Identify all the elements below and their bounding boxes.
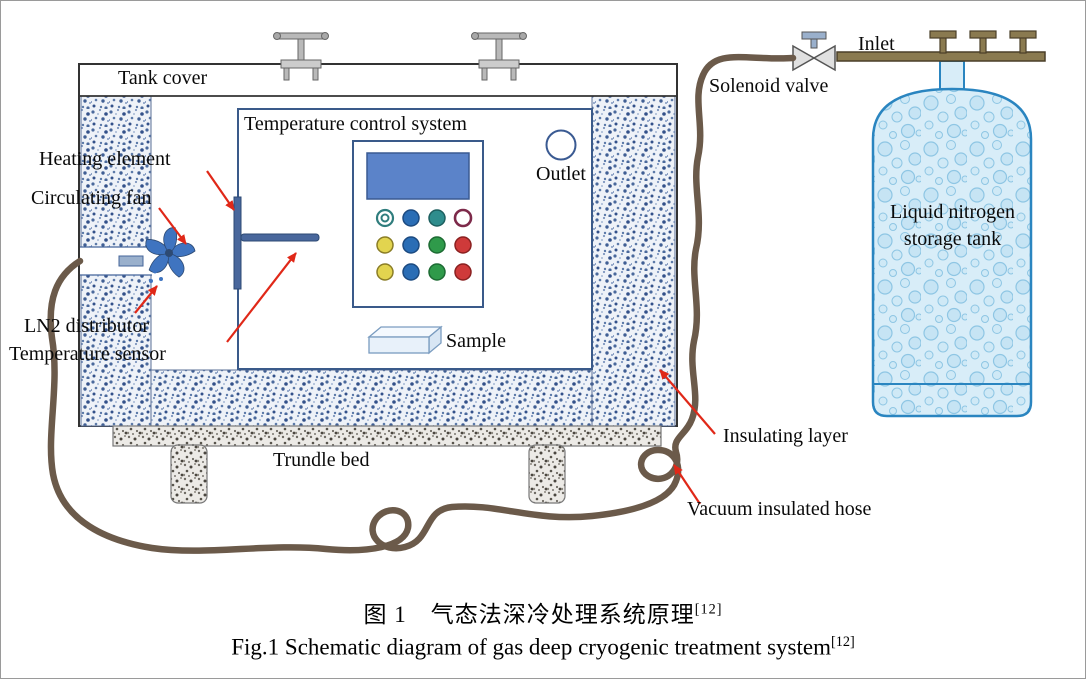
caption-english: Fig.1 Schematic diagram of gas deep cryo… (231, 634, 854, 661)
control-panel (352, 140, 484, 308)
arrow-temperature-sensor (226, 252, 297, 343)
arrow-ln2-distributor (134, 285, 158, 314)
cover-clamp-icon (471, 32, 527, 81)
label-inlet: Inlet (858, 33, 895, 55)
label-tank-cover: Tank cover (118, 67, 208, 89)
caption-english-ref: [12] (830, 634, 855, 650)
arrow-heating-element (206, 170, 235, 211)
annotation-arrows (134, 170, 716, 505)
label-temperature-control: Temperature control system (244, 113, 467, 135)
arrow-insulating-layer (659, 369, 716, 435)
label-vacuum-insulated-hose: Vacuum insulated hose (687, 498, 872, 520)
label-outlet: Outlet (536, 163, 586, 185)
arrow-vacuum-hose (673, 464, 701, 505)
caption-english-text: Fig.1 Schematic diagram of gas deep cryo… (231, 634, 831, 660)
vacuum-insulated-hose-line (47, 53, 797, 554)
panel-screen (366, 152, 470, 200)
heating-element-icon (233, 196, 242, 290)
label-trundle-bed: Trundle bed (273, 449, 370, 471)
outlet-port-icon (545, 129, 577, 161)
ln2-distributor-icon (118, 255, 163, 283)
label-ln2-distributor: LN2 distributor (24, 315, 149, 337)
temperature-sensor-icon (240, 233, 320, 242)
insulating-layer-bottom (150, 369, 593, 427)
trundle-bed-icon (112, 425, 662, 504)
cover-clamp-icon (273, 32, 329, 81)
arrow-circulating-fan (158, 207, 187, 245)
solenoid-valve-icon (792, 31, 836, 72)
label-temperature-sensor: Temperature sensor (9, 343, 166, 365)
label-liquid-nitrogen-storage-tank: Liquid nitrogen storage tank (890, 201, 1015, 250)
caption-chinese: 图 1 气态法深冷处理系统原理[12] (364, 595, 723, 629)
label-heating-element: Heating element (39, 148, 171, 170)
label-solenoid-valve: Solenoid valve (709, 75, 829, 97)
figure-caption: 图 1 气态法深冷处理系统原理[12] Fig.1 Schematic diag… (1, 595, 1085, 661)
caption-chinese-text: 图 1 气态法深冷处理系统原理 (363, 602, 695, 627)
caption-chinese-ref: [12] (694, 601, 723, 618)
label-insulating-layer: Insulating layer (723, 425, 848, 447)
sample-box-icon (367, 325, 443, 355)
label-sample: Sample (446, 330, 506, 352)
insulating-layer-right (591, 95, 676, 427)
ln2-storage-tank-icon (871, 60, 1033, 418)
label-circulating-fan: Circulating fan (31, 187, 152, 209)
inlet-pipe-icon (836, 30, 1046, 62)
